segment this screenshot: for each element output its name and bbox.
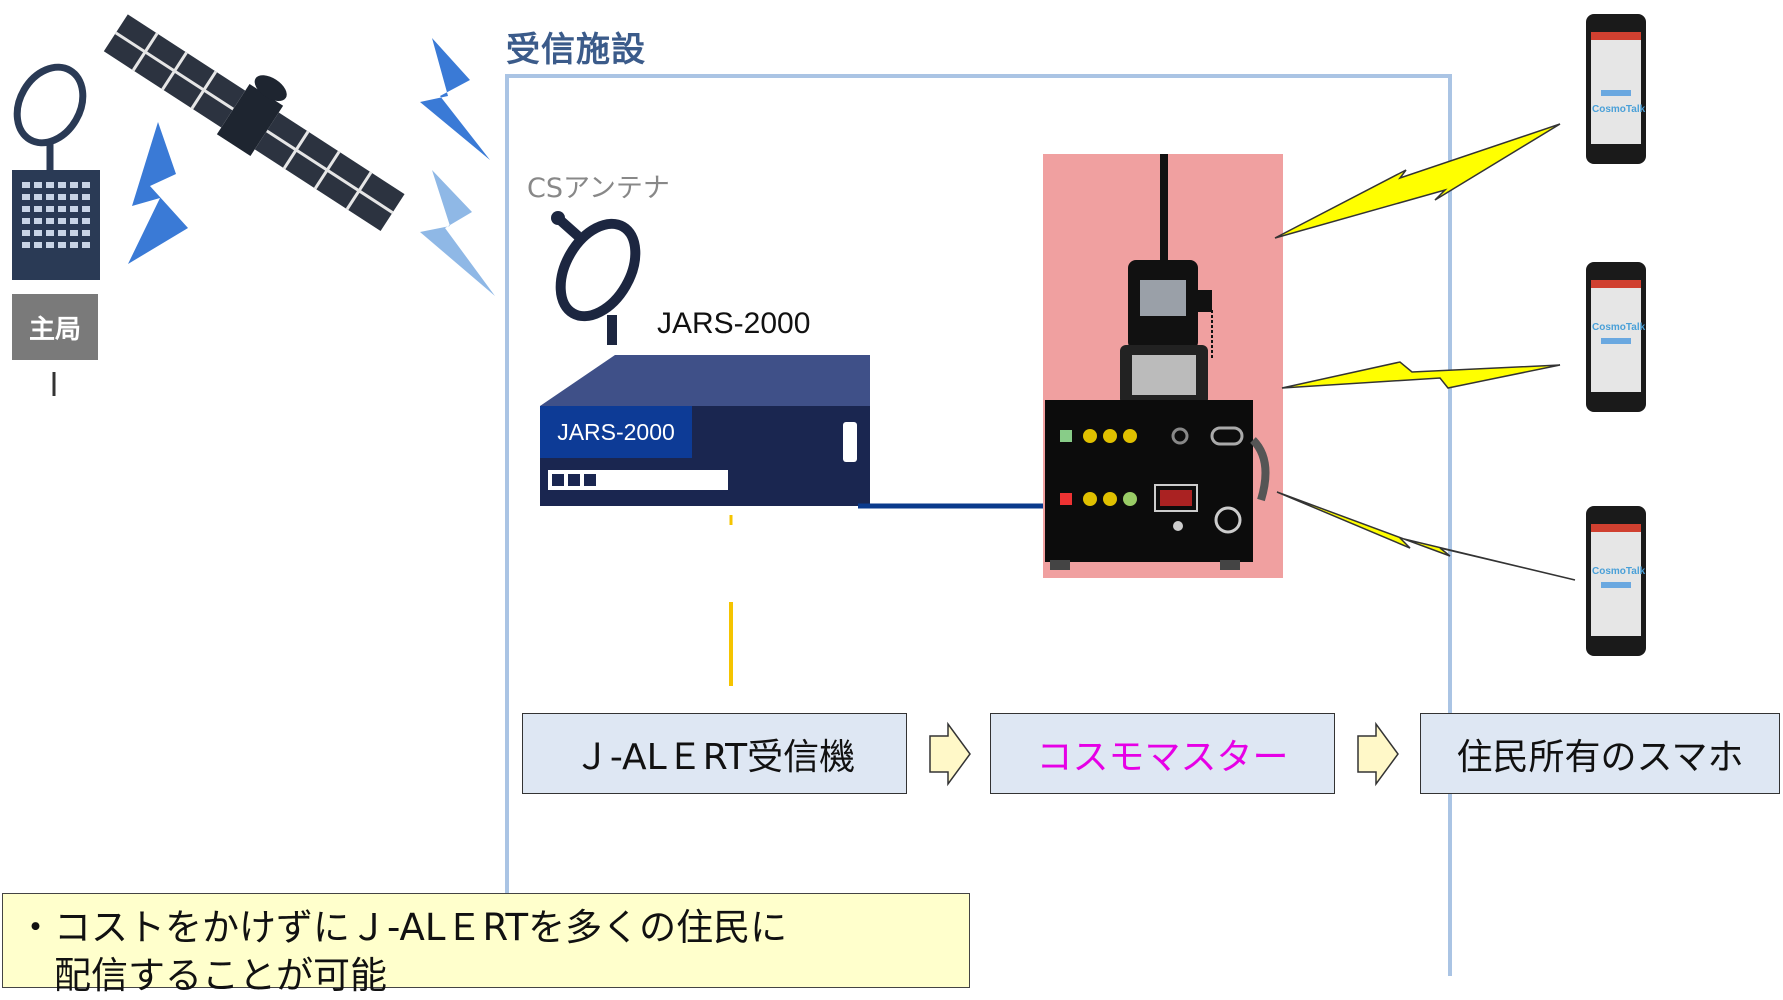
building-icon xyxy=(12,170,100,280)
facility-frame xyxy=(505,74,1452,976)
smartphone-icon xyxy=(1586,506,1646,656)
diagram-graphics xyxy=(12,14,1646,976)
satellite-icon xyxy=(103,14,405,232)
benefit-note: ・コストをかけずにＪ-ALＥRTを多くの住民に 配信することが可能 xyxy=(2,893,970,997)
phone-app-name: CosmoTalk xyxy=(1592,104,1646,115)
radio-wave-icon xyxy=(420,38,490,160)
benefit-note-line2: 配信することが可能 xyxy=(17,954,387,997)
arrow-right-outline-icon xyxy=(1357,721,1399,787)
smartphone-icon xyxy=(1586,262,1646,412)
smartphone-icon xyxy=(1586,14,1646,164)
radio-wave-icon xyxy=(1276,491,1576,581)
radio-transceiver-icon xyxy=(1045,154,1270,570)
flow-step-resident-smartphone: 住民所有のスマホ xyxy=(1420,713,1780,794)
receiver-label: JARS-2000 xyxy=(657,307,811,340)
flow-step-cosmo-master: コスモマスター xyxy=(990,713,1335,794)
radio-wave-icon xyxy=(128,122,188,264)
flow-step-jalert-receiver: Ｊ-ALＥRT受信機 xyxy=(522,713,907,794)
phone-app-name: CosmoTalk xyxy=(1592,566,1646,577)
radio-wave-icon xyxy=(420,170,495,296)
arrow-right-outline-icon xyxy=(929,721,971,787)
cs-antenna-label: CSアンテナ xyxy=(527,173,670,204)
station-dish-icon xyxy=(13,63,87,170)
phone-app-name: CosmoTalk xyxy=(1592,322,1646,333)
radio-wave-icon xyxy=(1281,361,1561,389)
facility-title: 受信施設 xyxy=(506,30,646,70)
main-station-label: 主局 xyxy=(12,294,98,360)
radio-wave-icon xyxy=(1274,123,1561,239)
satellite-dish-icon xyxy=(555,216,641,345)
receiver-plate-label: JARS-2000 xyxy=(540,406,692,458)
benefit-note-line1: ・コストをかけずにＪ-ALＥRTを多くの住民に xyxy=(17,906,788,949)
